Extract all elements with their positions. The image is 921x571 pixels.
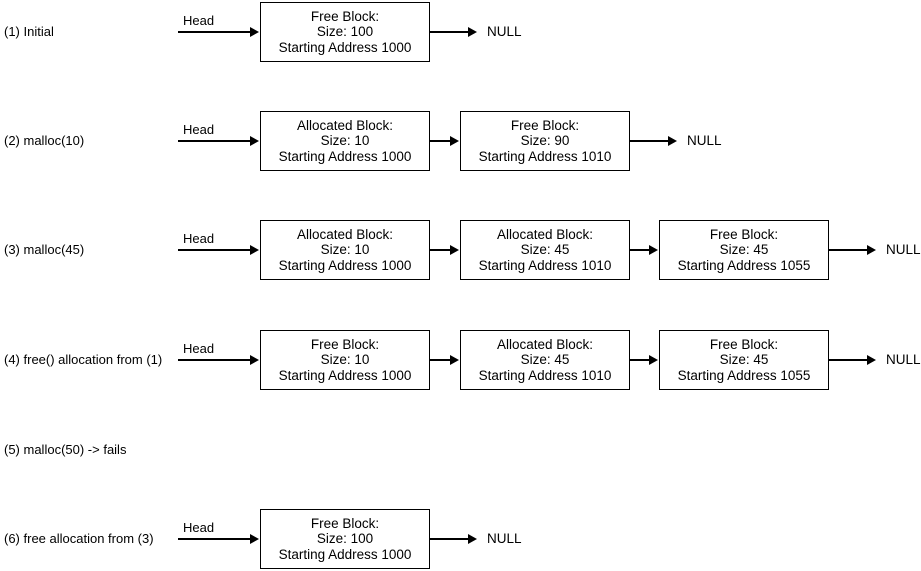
arrowhead-icon bbox=[250, 534, 259, 544]
block-line: Free Block: bbox=[310, 515, 380, 531]
block-line: Allocated Block: bbox=[496, 336, 594, 352]
arrowhead-icon bbox=[450, 136, 459, 146]
block-line: Size: 45 bbox=[719, 352, 769, 368]
head-pointer-label: Head bbox=[183, 122, 215, 137]
null-arrow-line bbox=[829, 249, 869, 251]
step-label: (5) malloc(50) -> fails bbox=[4, 442, 127, 457]
head-arrow-line bbox=[178, 140, 252, 142]
block-line: Allocated Block: bbox=[296, 226, 394, 242]
null-arrow-line bbox=[829, 359, 869, 361]
head-pointer-label: Head bbox=[183, 231, 215, 246]
head-pointer-label: Head bbox=[183, 341, 215, 356]
null-arrow-line bbox=[630, 140, 670, 142]
block-line: Allocated Block: bbox=[296, 117, 394, 133]
block-line: Starting Address 1000 bbox=[278, 367, 412, 383]
arrowhead-icon bbox=[450, 245, 459, 255]
block-line: Starting Address 1010 bbox=[478, 257, 612, 273]
arrowhead-icon bbox=[867, 355, 876, 365]
arrowhead-icon bbox=[668, 136, 677, 146]
arrowhead-icon bbox=[649, 355, 658, 365]
step-label: (6) free allocation from (3) bbox=[4, 531, 154, 546]
next-pointer-arrow-line bbox=[430, 140, 452, 142]
block-line: Free Block: bbox=[310, 8, 380, 24]
arrowhead-icon bbox=[450, 355, 459, 365]
block-line: Free Block: bbox=[709, 336, 779, 352]
null-terminator-label: NULL bbox=[487, 24, 522, 39]
block-line: Starting Address 1000 bbox=[278, 148, 412, 164]
head-arrow-line bbox=[178, 359, 252, 361]
block-line: Starting Address 1010 bbox=[478, 148, 612, 164]
block-line: Size: 100 bbox=[316, 24, 374, 40]
next-pointer-arrow-line bbox=[630, 359, 651, 361]
null-terminator-label: NULL bbox=[687, 133, 722, 148]
arrowhead-icon bbox=[649, 245, 658, 255]
block-line: Starting Address 1000 bbox=[278, 39, 412, 55]
null-terminator-label: NULL bbox=[886, 352, 921, 367]
block-line: Starting Address 1010 bbox=[478, 367, 612, 383]
block-line: Free Block: bbox=[510, 117, 580, 133]
null-arrow-line bbox=[430, 31, 470, 33]
block-line: Free Block: bbox=[310, 336, 380, 352]
arrowhead-icon bbox=[250, 27, 259, 37]
block-line: Size: 10 bbox=[320, 242, 370, 258]
next-pointer-arrow-line bbox=[430, 249, 452, 251]
block-line: Starting Address 1055 bbox=[677, 367, 811, 383]
arrowhead-icon bbox=[867, 245, 876, 255]
block-line: Free Block: bbox=[709, 226, 779, 242]
arrowhead-icon bbox=[250, 136, 259, 146]
head-pointer-label: Head bbox=[183, 13, 215, 28]
head-pointer-label: Head bbox=[183, 520, 215, 535]
null-terminator-label: NULL bbox=[886, 242, 921, 257]
arrowhead-icon bbox=[250, 355, 259, 365]
block-line: Size: 90 bbox=[520, 133, 570, 149]
step-label: (4) free() allocation from (1) bbox=[4, 352, 163, 367]
step-label: (1) Initial bbox=[4, 24, 54, 39]
step-label: (2) malloc(10) bbox=[4, 133, 85, 148]
block-line: Size: 45 bbox=[520, 242, 570, 258]
block-line: Size: 100 bbox=[316, 531, 374, 547]
head-arrow-line bbox=[178, 538, 252, 540]
block-line: Size: 45 bbox=[719, 242, 769, 258]
block-line: Size: 10 bbox=[320, 133, 370, 149]
step-label: (3) malloc(45) bbox=[4, 242, 85, 257]
head-arrow-line bbox=[178, 249, 252, 251]
head-arrow-line bbox=[178, 31, 252, 33]
next-pointer-arrow-line bbox=[630, 249, 651, 251]
arrowhead-icon bbox=[468, 27, 477, 37]
arrowhead-icon bbox=[468, 534, 477, 544]
block-line: Allocated Block: bbox=[496, 226, 594, 242]
null-terminator-label: NULL bbox=[487, 531, 522, 546]
block-line: Size: 10 bbox=[320, 352, 370, 368]
block-line: Size: 45 bbox=[520, 352, 570, 368]
block-line: Starting Address 1055 bbox=[677, 257, 811, 273]
block-line: Starting Address 1000 bbox=[278, 257, 412, 273]
arrowhead-icon bbox=[250, 245, 259, 255]
null-arrow-line bbox=[430, 538, 470, 540]
block-line: Starting Address 1000 bbox=[278, 546, 412, 562]
next-pointer-arrow-line bbox=[430, 359, 452, 361]
